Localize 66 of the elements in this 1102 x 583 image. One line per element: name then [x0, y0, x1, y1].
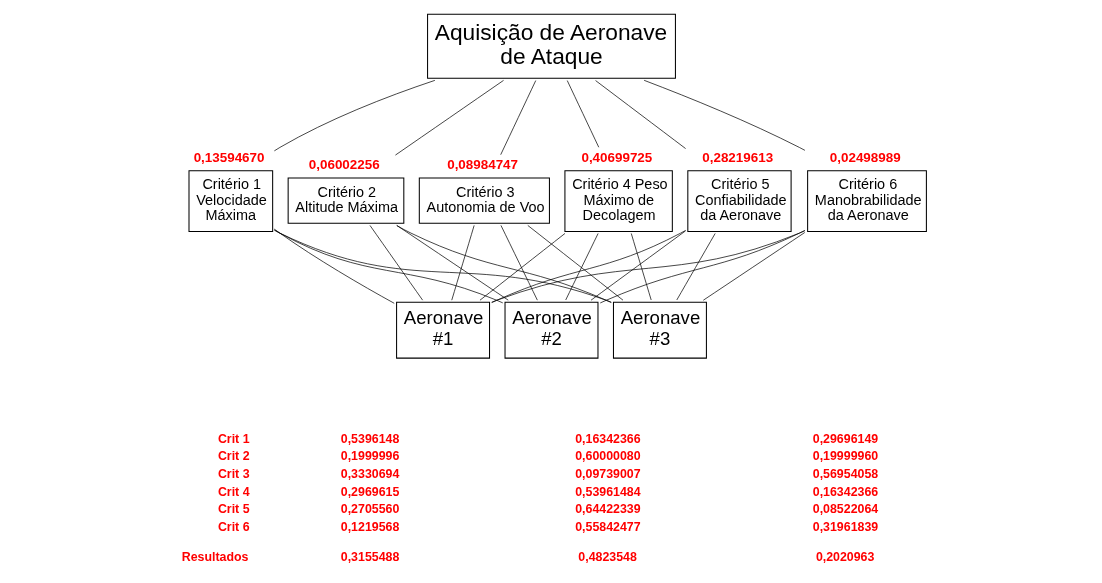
label: Resultados	[181, 549, 248, 564]
label: 0,2969615	[340, 484, 399, 499]
label: 0,64422339	[574, 502, 641, 517]
label: 0,4823548	[577, 549, 637, 564]
node-box: Aeronave #2	[504, 301, 598, 359]
label: Crit 3	[217, 467, 250, 482]
label: Crit 6	[217, 519, 250, 534]
node-label: 0,40699725	[580, 149, 652, 165]
label: Crit 1	[217, 431, 250, 446]
connector	[369, 225, 423, 301]
label: Crit 5	[217, 502, 250, 517]
connector	[499, 80, 536, 156]
node-box: Critério 6 Manobrabilidade da Aeronave	[806, 170, 927, 233]
connector	[566, 80, 599, 148]
connector	[395, 225, 612, 303]
node-box: Aeronave #3	[612, 301, 707, 359]
connector	[273, 229, 612, 303]
connector	[394, 80, 504, 156]
node-box: Aquisição de Aeronave de Ataque	[426, 13, 676, 79]
connector	[500, 225, 538, 301]
label: 0,2020963	[815, 549, 874, 564]
connector	[599, 230, 805, 304]
label: 0,1219568	[340, 519, 399, 534]
label: 0,1999996	[340, 449, 399, 464]
connector	[675, 233, 716, 301]
node-box: Aeronave #1	[395, 301, 490, 359]
label: 0,2705560	[340, 502, 399, 517]
connector	[643, 79, 805, 151]
connector	[479, 233, 565, 301]
connector	[273, 80, 435, 152]
connector	[702, 232, 805, 301]
connector	[450, 225, 475, 301]
node-box: Critério 1 Velocidade Máxima	[188, 170, 273, 233]
node-box: Critério 4 Peso Máximo de Decolagem	[563, 170, 673, 233]
node-label: 0,06002256	[308, 157, 380, 173]
label: 0,56954058	[812, 467, 878, 482]
connector	[526, 225, 623, 301]
label: 0,08522064	[812, 502, 878, 517]
label: 0,16342366	[812, 484, 878, 499]
node-box: Critério 2 Altitude Máxima	[287, 177, 404, 224]
label: 0,55842477	[574, 519, 641, 534]
node-box: Critério 3 Autonomia de Voo	[418, 177, 550, 224]
label: 0,53961484	[574, 484, 641, 499]
node-label: 0,02498989	[829, 149, 901, 165]
label: 0,16342366	[574, 431, 641, 446]
node-box: Critério 5 Confiabilidade da Aeronave	[686, 170, 792, 233]
label: 0,60000080	[574, 449, 641, 464]
label: 0,3330694	[340, 467, 399, 482]
node-label: 0,28219613	[701, 149, 773, 165]
label: 0,19999960	[812, 449, 878, 464]
label: 0,09739007	[574, 467, 641, 482]
connector	[273, 228, 395, 304]
node-label: 0,13594670	[193, 149, 264, 165]
label: Crit 4	[217, 484, 250, 499]
connector	[273, 229, 503, 304]
label: 0,29696149	[812, 431, 878, 446]
connector	[630, 233, 652, 301]
label: 0,3155488	[340, 549, 399, 564]
node-label: 0,08984747	[446, 157, 518, 173]
connector	[594, 80, 686, 149]
connector	[490, 230, 805, 303]
label: 0,31961839	[812, 519, 878, 534]
connector	[564, 233, 598, 301]
label: 0,5396148	[340, 431, 399, 446]
label: Crit 2	[217, 449, 250, 464]
connector	[590, 230, 686, 301]
